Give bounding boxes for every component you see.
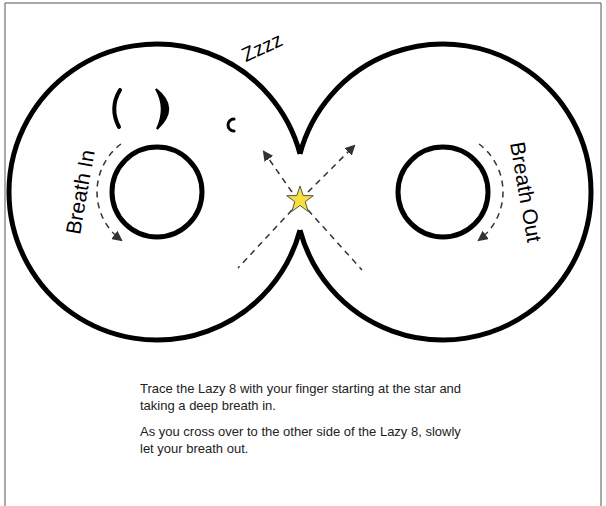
instruction-text: Trace the Lazy 8 with your finger starti… xyxy=(140,381,462,415)
lobe-label: Breath Out xyxy=(505,140,547,244)
loop-lobe: Breath Out xyxy=(289,38,597,346)
breath-in-arrow xyxy=(97,144,121,240)
direction-arrows xyxy=(238,146,362,270)
sleepy-face xyxy=(114,89,234,131)
lobe-label: Breath In xyxy=(60,148,100,236)
inner-circle xyxy=(112,147,202,237)
inner-circle xyxy=(398,147,488,237)
breath-out-arrow xyxy=(479,144,503,240)
sleep-sound: Zzzz xyxy=(236,25,289,68)
lobe-outline-path xyxy=(9,44,300,340)
lobe-outline xyxy=(289,38,597,346)
star-symbol xyxy=(287,186,314,211)
page-frame xyxy=(5,3,601,506)
lobe-outline xyxy=(3,38,311,346)
instruction-text: As you cross over to the other side of t… xyxy=(140,424,462,458)
loop-lobe: Breath In xyxy=(3,38,311,346)
lobe-outline-path xyxy=(300,44,591,340)
